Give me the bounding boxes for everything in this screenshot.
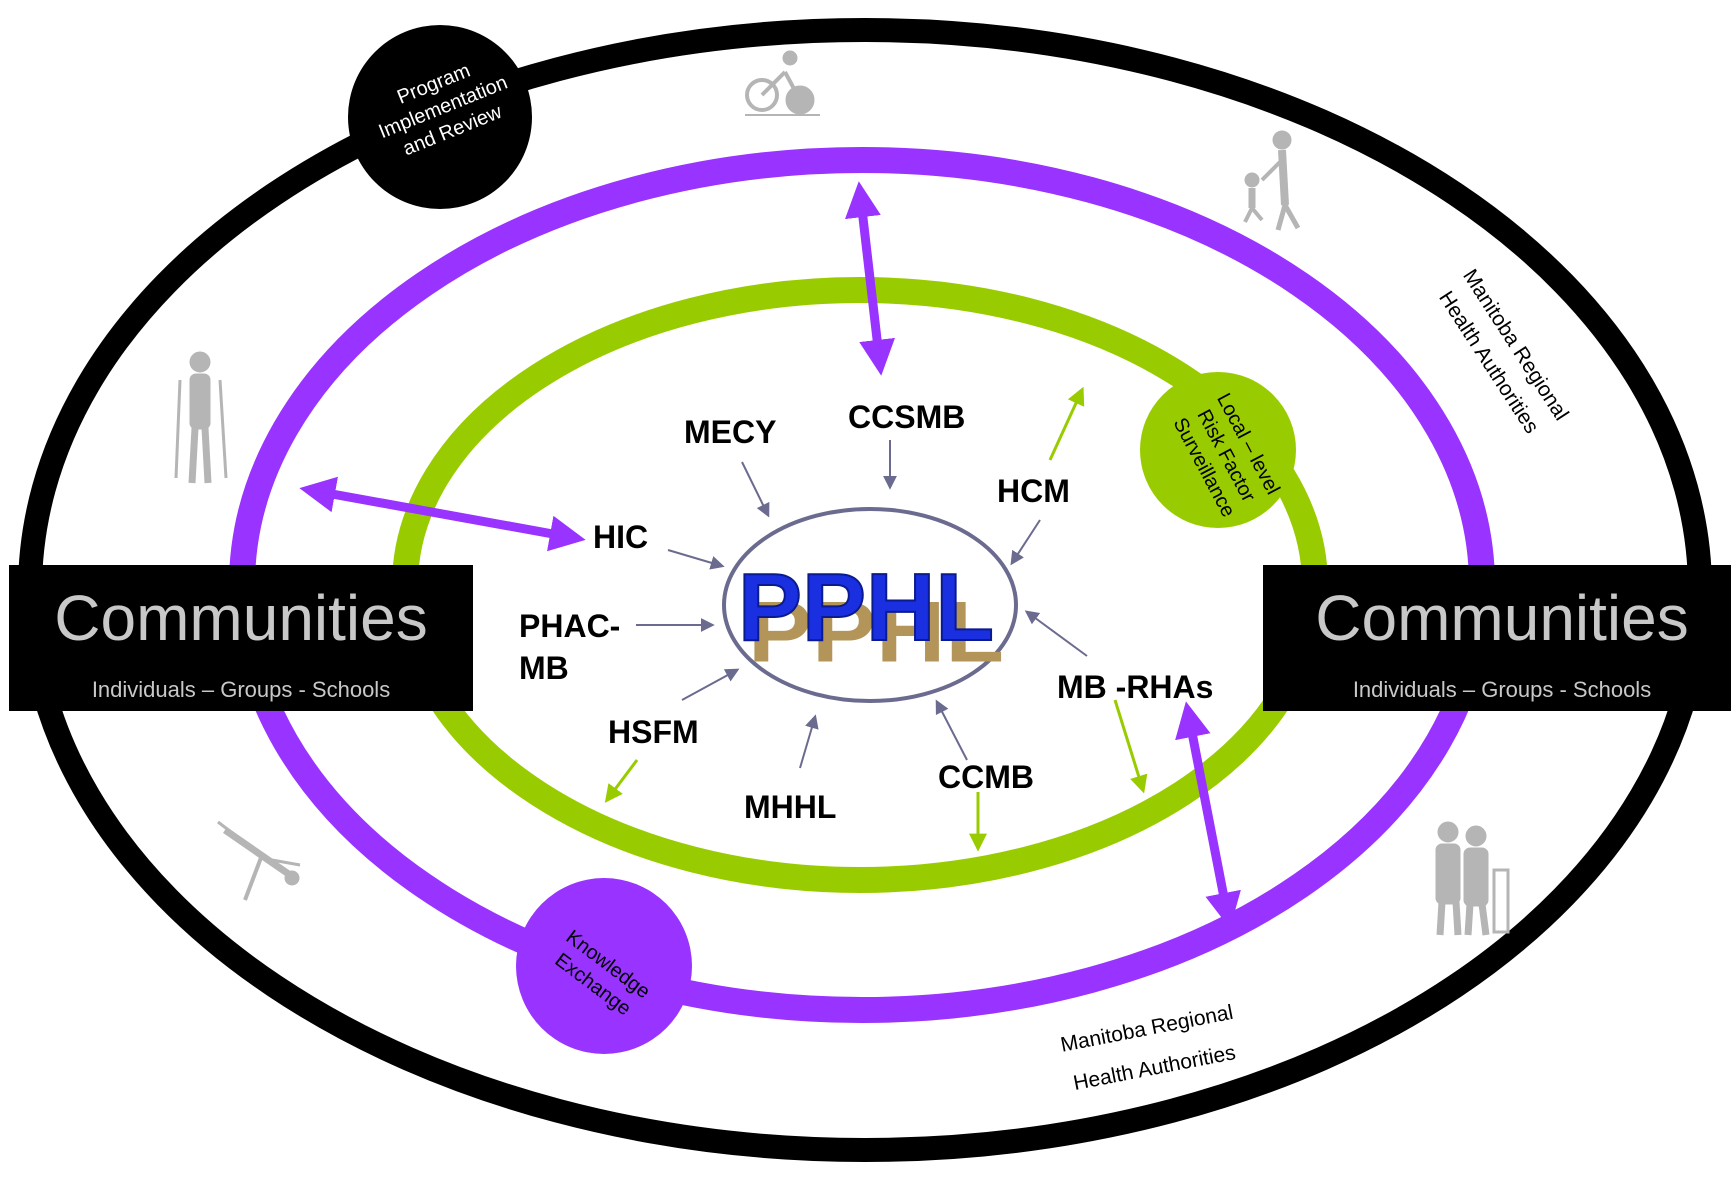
org-mecy: MECY [684,414,776,450]
arrow-green-rhas [1113,699,1148,794]
communities-right-title: Communities [1315,582,1688,654]
communities-left-box: Communities Individuals – Groups - Schoo… [9,565,473,711]
arrow-hic [667,549,725,570]
arrow-mhhl [799,714,819,769]
arrow-hcm [1010,519,1041,566]
surveillance-badge: Local – level Risk Factor Surveillance [1140,372,1296,528]
pphl-logo-shadow: PPHL [748,584,1004,680]
org-ccmb: CCMB [938,759,1034,795]
org-mb-rhas: MB -RHAs [1057,669,1213,705]
parent-child-figure [1243,130,1301,231]
arrow-green-hsfm [604,759,639,803]
communities-left-title: Communities [54,582,427,654]
arrow-purple-left [299,476,586,552]
program-badge: Program Implementation and Review [348,25,532,209]
diver-figure [217,820,301,901]
arrow-ccmb [935,699,968,761]
org-hsfm: HSFM [608,714,699,750]
org-mhhl: MHHL [744,789,836,825]
arrow-mecy [741,461,770,518]
communities-left-subtitle: Individuals – Groups - Schools [92,677,390,702]
arrow-green-hcm [1048,386,1085,461]
org-phac-line1: PHAC- [519,608,620,644]
pphl-logo-main: PPHL [738,554,994,661]
cyclist-figure [745,50,820,116]
org-ccsmb: CCSMB [848,399,965,435]
communities-right-box: Communities Individuals – Groups - Schoo… [1263,565,1731,711]
org-hcm: HCM [997,473,1070,509]
pphl-logo: PPHL PPHL [737,553,1004,681]
arrow-purple-right [1175,701,1241,929]
arrow-rhas [1024,610,1088,657]
org-phac-line2: MB [519,650,569,686]
arrow-hsfm [681,668,740,701]
crutches-figure [174,351,228,484]
org-hic: HIC [593,519,648,555]
walker-couple-figure [1435,821,1510,936]
center-ellipse [722,507,1018,703]
arrow-purple-top [845,181,895,376]
communities-right-subtitle: Individuals – Groups - Schools [1353,677,1651,702]
knowledge-badge: Knowledge Exchange [516,878,692,1054]
